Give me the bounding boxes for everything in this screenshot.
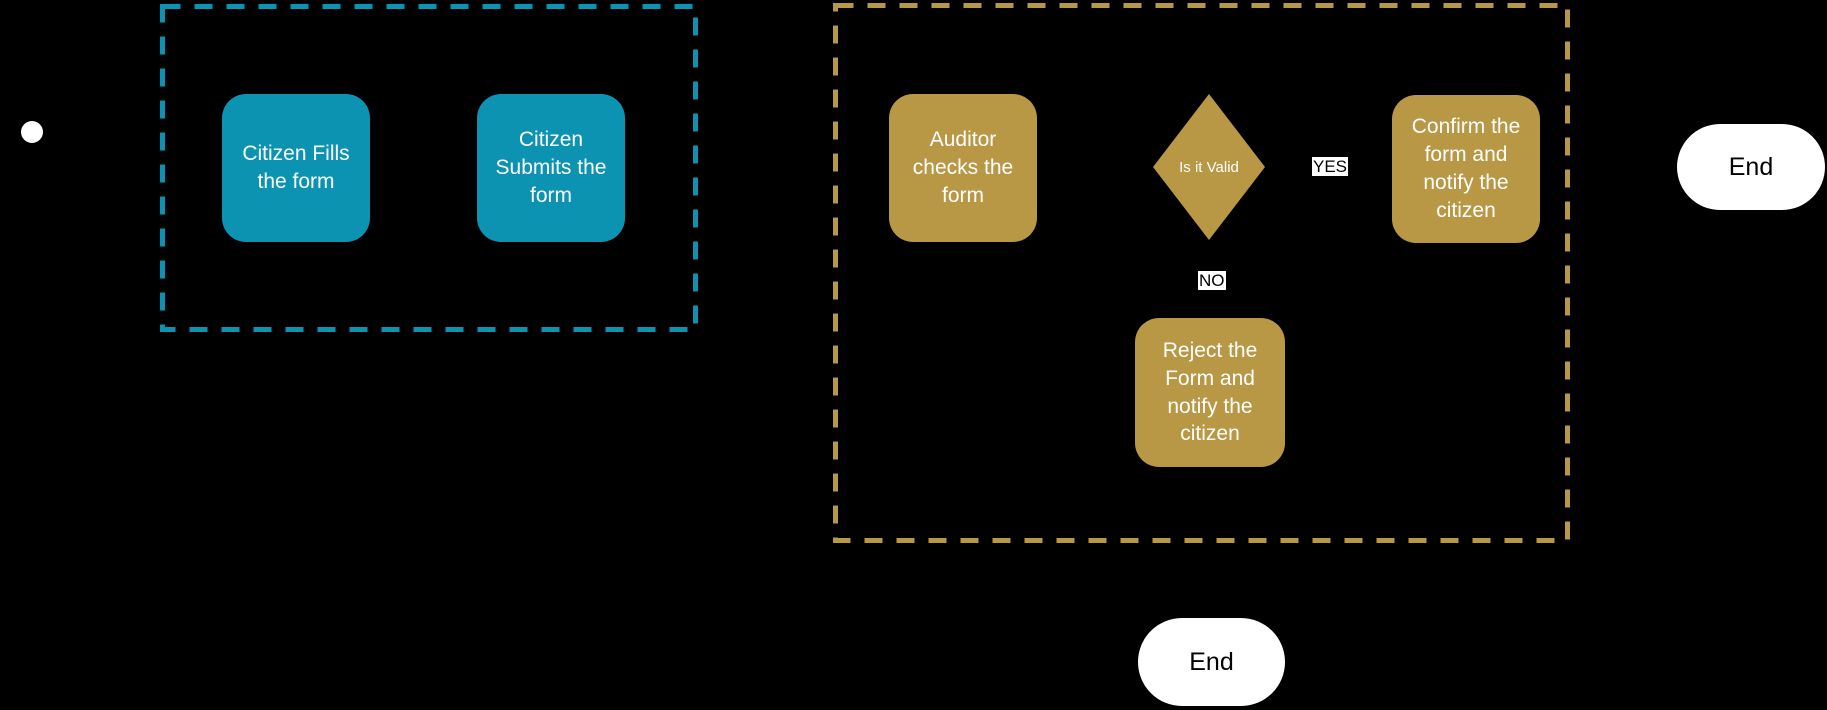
citizen-lane-border <box>160 4 698 332</box>
auditor-lane-border <box>833 3 1570 543</box>
edge-label-yes[interactable]: YES <box>1312 157 1349 176</box>
process-node-citizen-fills[interactable]: Citizen Fills the form <box>222 94 370 242</box>
auditor-lane[interactable] <box>833 3 1570 543</box>
start-event-node[interactable] <box>21 121 43 143</box>
process-node-citizen-submits[interactable]: Citizen Submits the form <box>477 94 625 242</box>
end-node-bottom[interactable]: End <box>1138 618 1285 706</box>
edge-label-no[interactable]: NO <box>1198 271 1226 290</box>
citizen-lane[interactable] <box>160 4 698 332</box>
process-node-auditor-checks[interactable]: Auditor checks the form <box>889 94 1037 242</box>
end-node-right[interactable]: End <box>1677 124 1825 210</box>
process-node-confirm[interactable]: Confirm the form and notify the citizen <box>1392 95 1540 243</box>
process-node-reject[interactable]: Reject the Form and notify the citizen <box>1135 318 1285 467</box>
